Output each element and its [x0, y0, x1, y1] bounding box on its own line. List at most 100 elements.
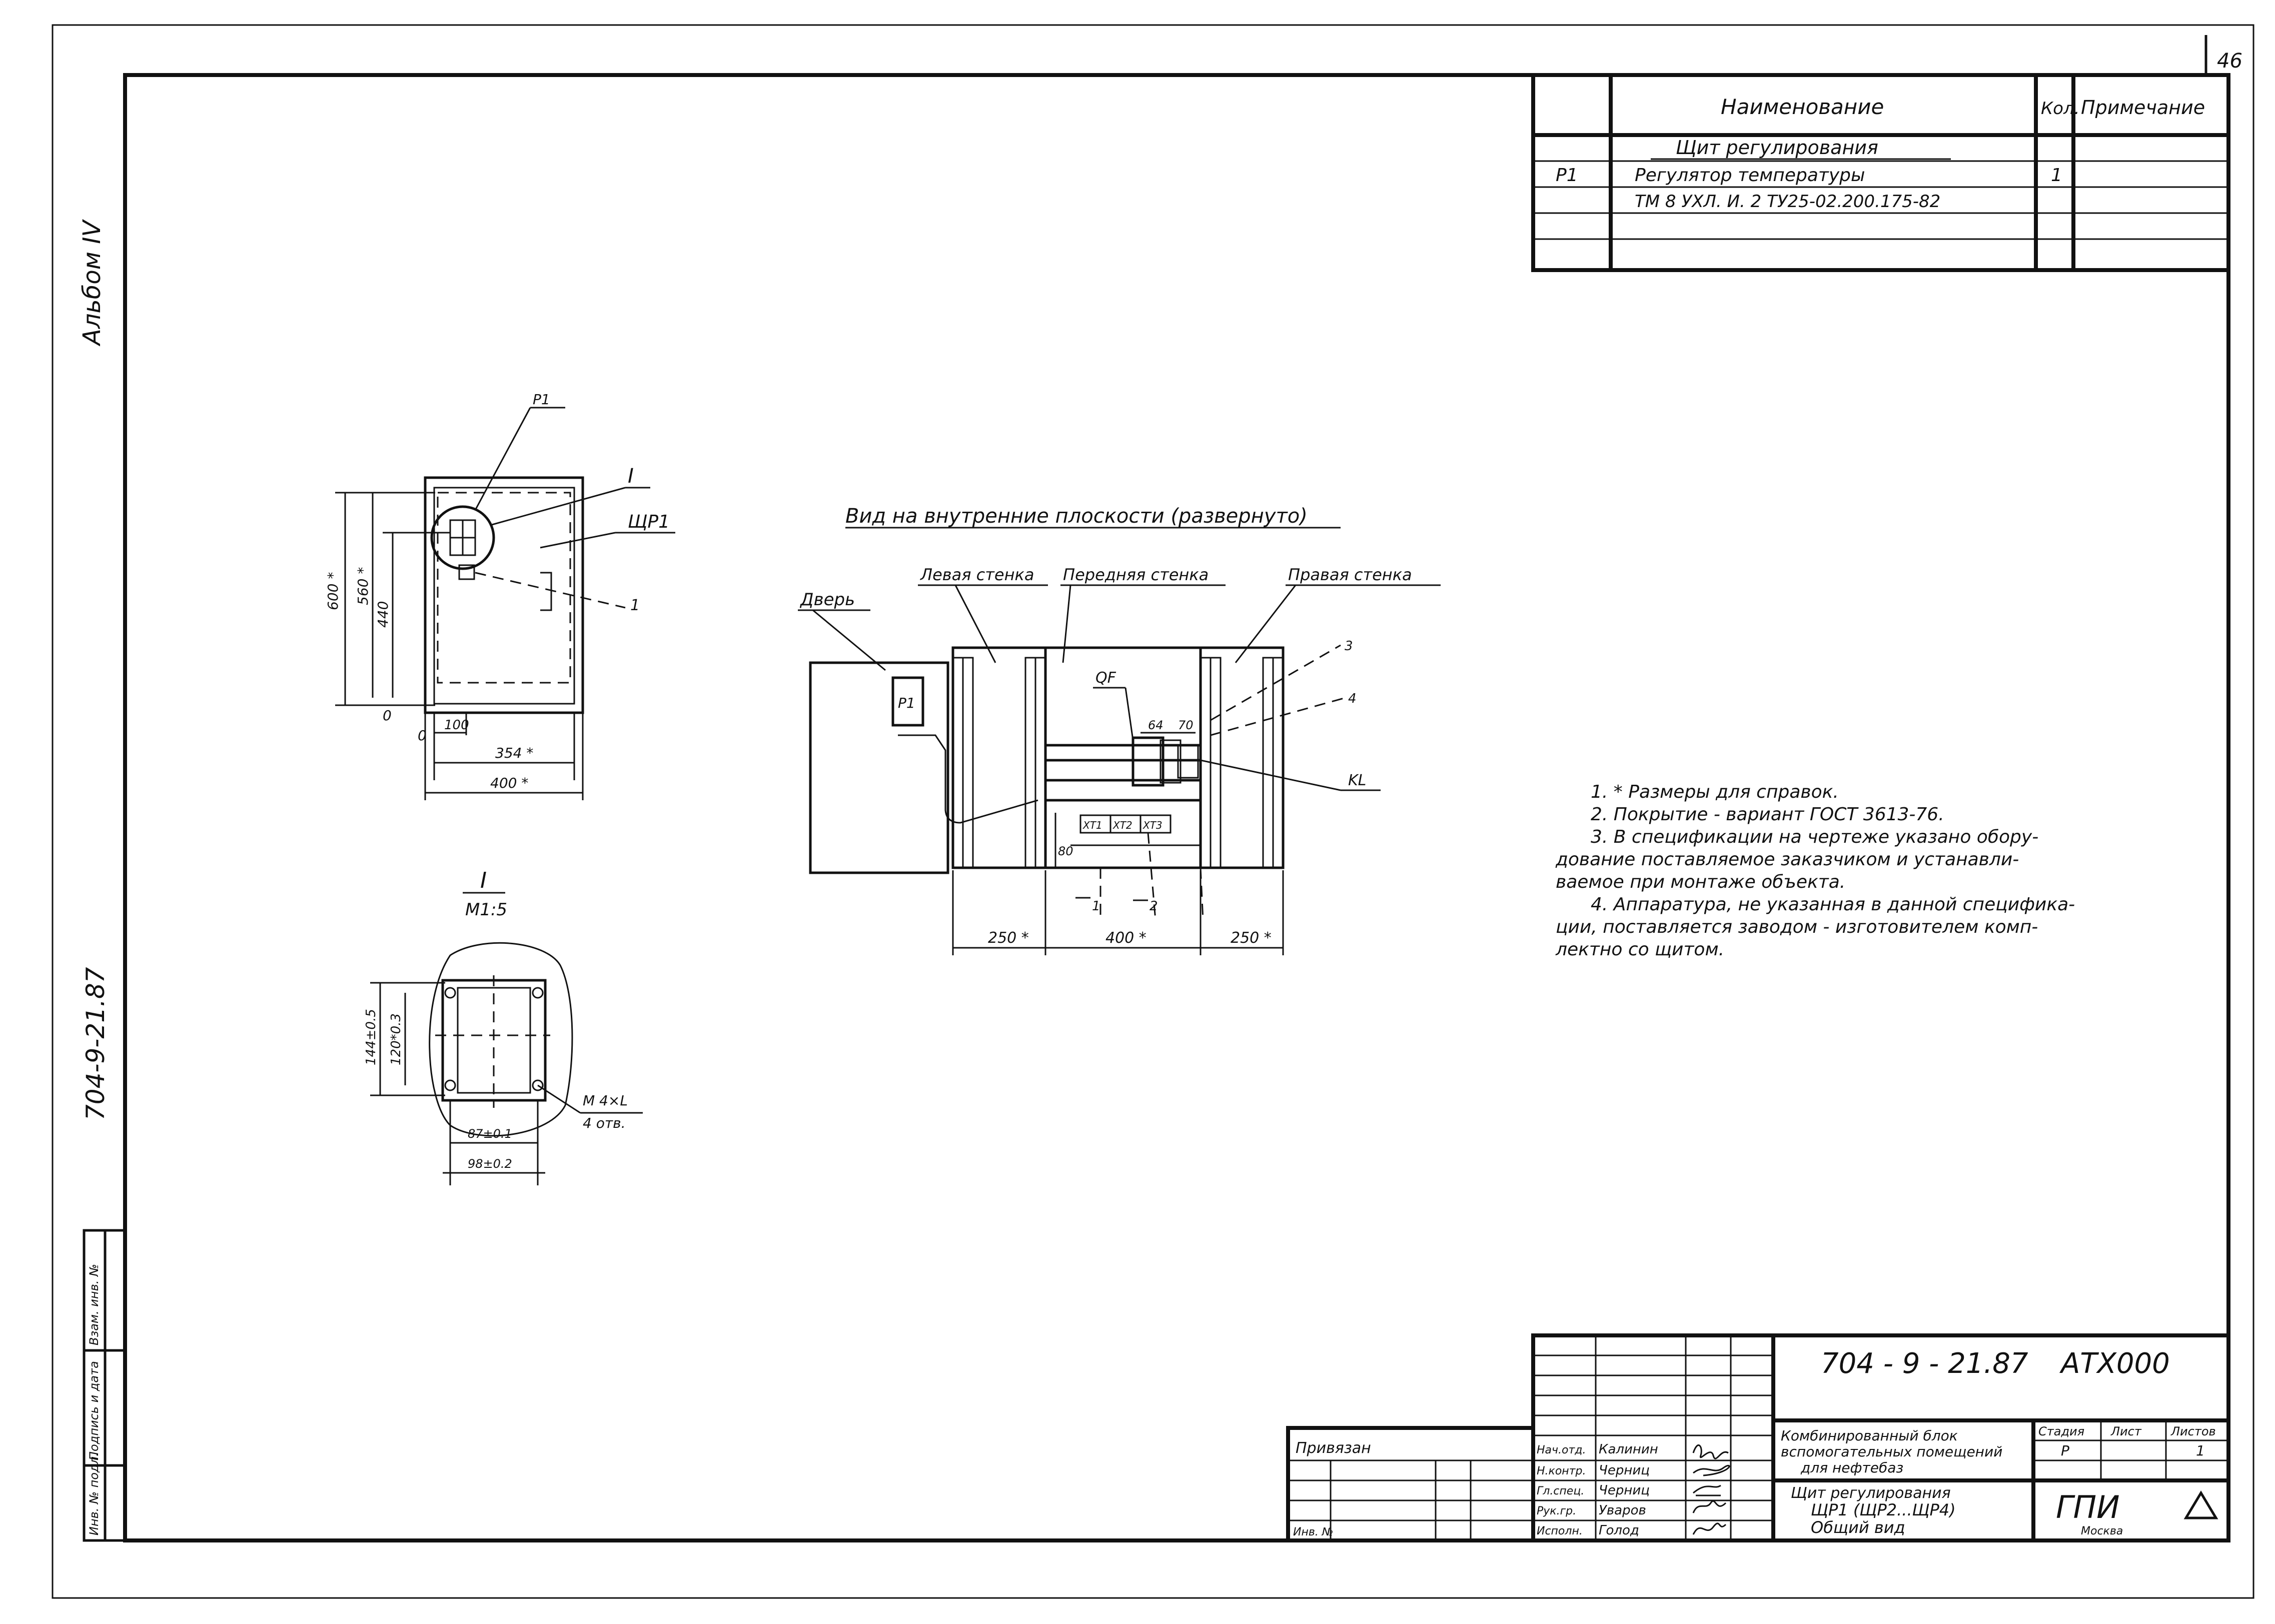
sheet-number: 46 [2217, 50, 2242, 73]
fv-label-item1: 1 [630, 597, 640, 614]
tb-project-2: вспомогательных помещений [1781, 1443, 2002, 1460]
tb-code: 704 - 9 - 21.87 [1821, 1347, 2028, 1380]
fv-label-panel: ЩР1 [628, 512, 670, 532]
unfold-tb2: XT2 [1112, 819, 1132, 831]
unfold-p1: P1 [898, 695, 915, 711]
spec-row-qty: 1 [2051, 165, 2062, 186]
tb-role-2: Н.контр. [1537, 1465, 1586, 1477]
album-label: Альбом IV [78, 219, 106, 347]
signature-4 [1692, 1500, 1727, 1513]
fv-dim-354: 354 * [495, 745, 533, 761]
tb-name-2: Черниц [1599, 1463, 1650, 1478]
detail-dim-h1: 87±0.1 [468, 1127, 512, 1141]
fv-dim-zero2: 0 [418, 727, 427, 744]
spec-table: Наименование Кол. Примечание Щит регулир… [1531, 73, 2230, 272]
left-stamp: Инв. № подл. Подпись и дата Взам. инв. № [83, 1229, 127, 1542]
tb-role-1: Нач.отд. [1537, 1444, 1586, 1456]
spec-row-pos: P1 [1556, 165, 1578, 186]
signature-1 [1692, 1444, 1729, 1459]
tb-mark: АТХ000 [2059, 1347, 2170, 1380]
note-line-2: 2. Покрытие - вариант ГОСТ 3613-76. [1591, 804, 1944, 825]
tb-org: ГПИ [2056, 1489, 2120, 1525]
tb-org-logo [2183, 1490, 2218, 1519]
spec-header-note: Примечание [2081, 97, 2205, 119]
unfold-front: Передняя стенка [1063, 565, 1209, 584]
tb-h-sheets: Листов [2170, 1424, 2216, 1438]
note-line-8: лектно со щитом. [1555, 939, 1724, 960]
fv-dim-600: 600 * [325, 572, 341, 610]
note-line-4: дование поставляемое заказчиком и устана… [1555, 849, 2019, 870]
fv-dim-100: 100 [444, 718, 469, 733]
detail-dim-h2: 98±0.2 [468, 1157, 512, 1171]
stamp-sign: Подпись и дата [87, 1361, 101, 1460]
tb-h-stage: Стадия [2038, 1424, 2084, 1438]
tb-v-stage: Р [2061, 1442, 2069, 1459]
unfold-dim-80: 80 [1058, 844, 1073, 858]
detail-hole-note-2: 4 отв. [583, 1115, 626, 1131]
unfold-dim-250a: 250 * [988, 929, 1029, 947]
tb-role-5: Исполн. [1537, 1525, 1583, 1537]
unfold-dim-400: 400 * [1105, 929, 1147, 947]
unfold-callout-3: 3 [1345, 639, 1353, 654]
unfold-callout-2: 2 [1150, 899, 1158, 914]
stamp-inv: Инв. № подл. [87, 1452, 101, 1535]
unfold-callout-1: 1 [1092, 899, 1100, 914]
tb-name-1: Калинин [1599, 1442, 1658, 1457]
note-line-3: 3. В спецификации на чертеже указано обо… [1591, 827, 2038, 847]
unfold-right: Правая стенка [1288, 565, 1412, 584]
unfold-kl: KL [1348, 772, 1366, 789]
spec-row-name: Регулятор температуры [1635, 165, 1865, 186]
title-block: 704 - 9 - 21.87 АТХ000 Комбинированный б… [1531, 1333, 2230, 1542]
unfold-dim-70: 70 [1178, 718, 1194, 732]
note-line-6: 4. Аппаратура, не указанная в данной спе… [1591, 894, 2075, 915]
inv-label: Инв. № [1293, 1526, 1334, 1538]
tb-name-3: Черниц [1599, 1483, 1650, 1498]
tb-name-5: Голод [1599, 1523, 1639, 1538]
privyazan-label: Привязан [1296, 1439, 1371, 1457]
inner-frame [123, 73, 2230, 1542]
tb-role-3: Гл.спец. [1537, 1485, 1584, 1497]
unfold-left: Левая стенка [920, 565, 1034, 584]
unfold-callout-4: 4 [1348, 691, 1357, 706]
notes: 1. * Размеры для справок. 2. Покрытие - … [1555, 782, 2075, 960]
tb-project-3: для нефтебаз [1800, 1459, 1903, 1476]
spec-row-title: Щит регулирования [1676, 137, 1878, 159]
tb-sheet-title-3: Общий вид [1811, 1518, 1905, 1537]
detail-scale: М1:5 [465, 900, 507, 920]
fv-dim-400: 400 * [490, 775, 528, 791]
spec-header-qty: Кол. [2041, 99, 2079, 119]
note-line-5: ваемое при монтаже объекта. [1556, 872, 1845, 892]
privyazan-block: Привязан Инв. № [1286, 1426, 1535, 1542]
unfold-dim-250b: 250 * [1231, 929, 1272, 947]
side-code: 704-9-21.87 [81, 967, 110, 1120]
tb-h-sheet: Лист [2110, 1424, 2142, 1438]
unfold-qf: QF [1095, 669, 1116, 687]
unfold-tb3: XT3 [1143, 819, 1163, 831]
detail-dim-v2: 120*0.3 [389, 1013, 404, 1065]
note-line-7: ции, поставляется заводом - изготовителе… [1556, 917, 2038, 937]
signature-3 [1693, 1484, 1721, 1496]
detail-dim-v1: 144±0.5 [364, 1009, 379, 1065]
detail-title: I [480, 868, 487, 893]
tb-name-4: Уваров [1599, 1503, 1646, 1518]
fv-dim-560: 560 * [355, 567, 371, 605]
fv-dim-440: 440 [375, 601, 391, 628]
spec-row-type: ТМ 8 УХЛ. И. 2 ТУ25-02.200.175-82 [1635, 192, 1940, 212]
tb-sheet-title-2: ЩР1 (ЩР2...ЩР4) [1811, 1500, 1956, 1519]
stamp-replace: Взам. инв. № [87, 1264, 101, 1345]
signature-2 [1693, 1464, 1730, 1476]
unfold-door: Дверь [799, 590, 855, 610]
unfold-tb1: XT1 [1082, 819, 1102, 831]
fv-label-p1: P1 [533, 391, 550, 408]
unfold-dim-64: 64 [1148, 718, 1164, 732]
unfolded-view: Вид на внутренние плоскости (развернуто)… [798, 505, 1441, 955]
detail-hole-note-1: М 4×L [583, 1092, 628, 1109]
spec-header-name: Наименование [1721, 95, 1884, 119]
unfold-title: Вид на внутренние плоскости (развернуто) [845, 505, 1308, 528]
signature-5 [1692, 1522, 1727, 1535]
tb-org-city: Москва [2081, 1525, 2123, 1537]
tb-project-1: Комбинированный блок [1781, 1427, 1958, 1444]
cabinet-front-view: P1 I ЩР1 1 600 * 560 * 440 0 0 100 354 *… [325, 391, 675, 800]
tb-role-4: Рук.гр. [1537, 1505, 1576, 1517]
